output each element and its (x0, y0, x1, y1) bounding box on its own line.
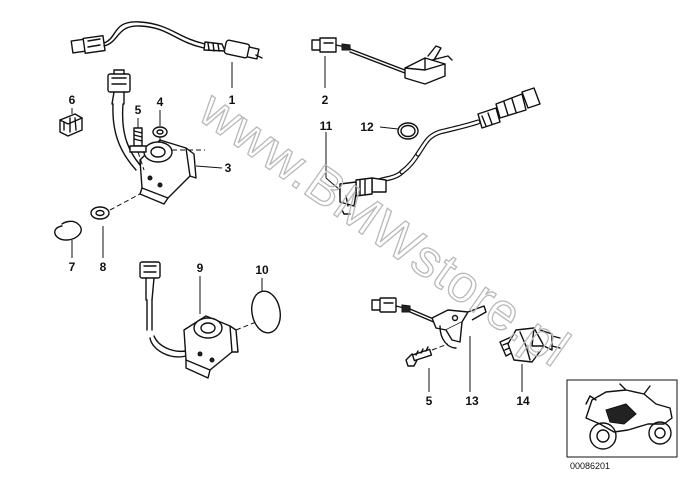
part-5-screw-lower (405, 343, 449, 392)
motorcycle-thumbnail (566, 379, 678, 458)
part-8-washer (90, 193, 141, 258)
part-6-clip (59, 108, 83, 137)
callout-6: 6 (69, 93, 76, 107)
part-9-sensor-unit (139, 261, 257, 379)
part-5-screw-upper (129, 118, 147, 171)
callout-7: 7 (69, 260, 76, 274)
part-4-washer (152, 110, 168, 144)
callout-1: 1 (229, 93, 236, 107)
callout-8: 8 (100, 260, 107, 274)
drawing-code: 00086201 (570, 461, 610, 471)
part-14-pressure-switch (499, 327, 561, 392)
part-10-o-ring (251, 278, 281, 334)
callout-labels: 1 2 3 4 5 5 6 7 8 9 10 11 12 13 14 (69, 93, 530, 408)
part-7-circlip (54, 220, 82, 258)
callout-3: 3 (225, 161, 232, 175)
callout-12: 12 (360, 120, 374, 134)
callout-9: 9 (197, 261, 204, 275)
part-13-sensor-bracket (371, 297, 487, 392)
callout-2: 2 (322, 93, 329, 107)
callout-14: 14 (516, 394, 530, 408)
callout-11: 11 (320, 119, 333, 133)
callout-13: 13 (465, 394, 479, 408)
callout-10: 10 (255, 263, 269, 277)
part-1-switch-with-cable (70, 21, 263, 88)
lambda-cable-with-plug (415, 87, 541, 157)
callout-5-lower: 5 (426, 394, 433, 408)
part-12-sealing-ring (379, 122, 419, 140)
part-2-micro-switch (311, 37, 453, 88)
callout-4: 4 (157, 95, 164, 109)
watermark-text: www.BMWstore.pl (188, 80, 580, 379)
callout-5-upper: 5 (135, 103, 142, 117)
